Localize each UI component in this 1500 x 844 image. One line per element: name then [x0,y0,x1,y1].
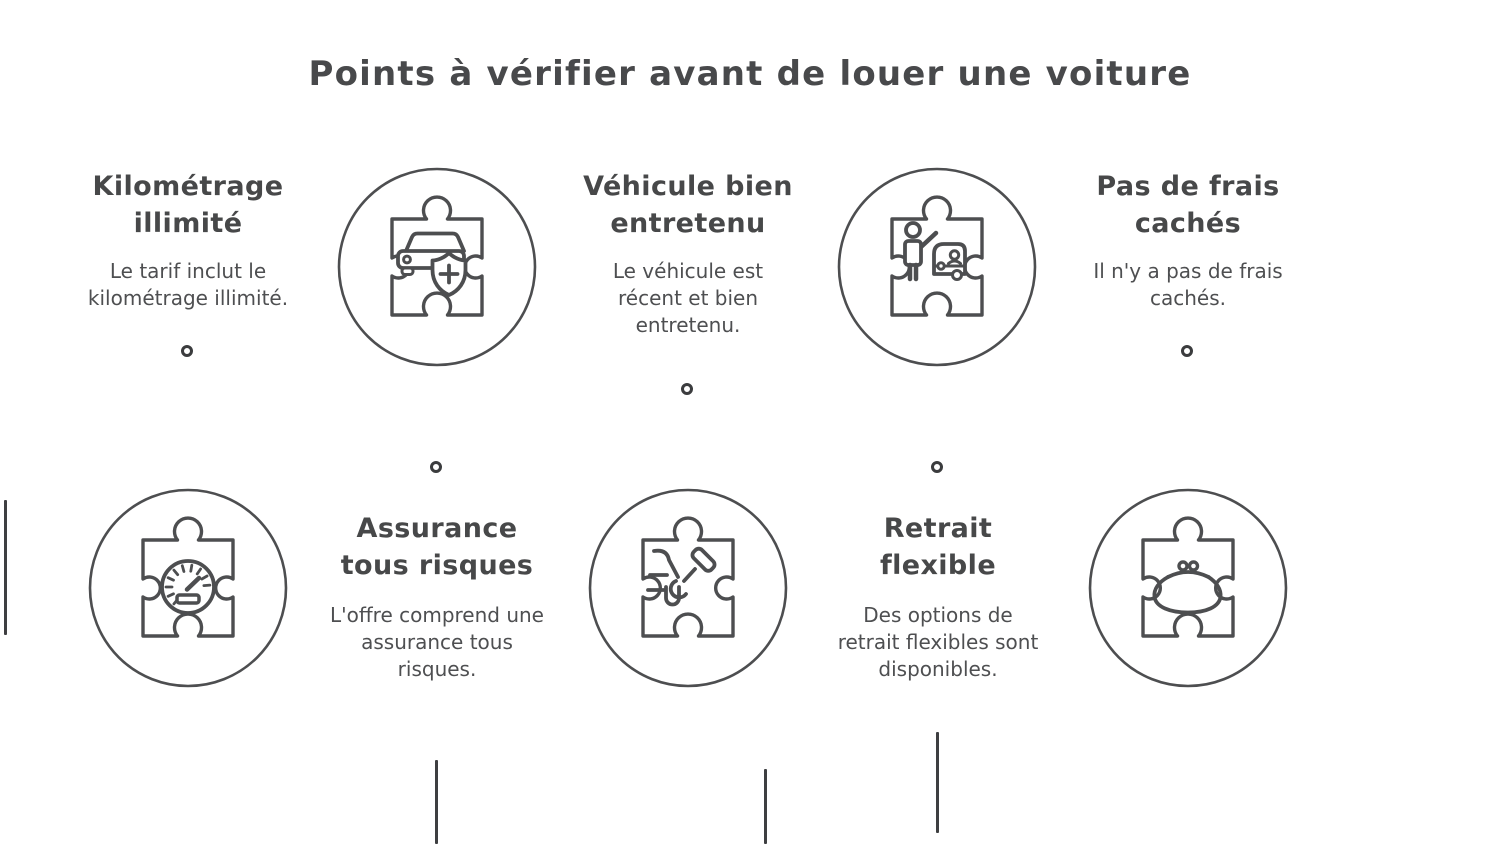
connector-dot [430,461,442,473]
page-title: Points à vérifier avant de louer une voi… [308,54,1192,94]
connector-dot [931,461,943,473]
feature-description: L'offre comprend une assurance tous risq… [330,603,544,681]
feature-heading: Retrait flexible [879,513,997,581]
feature-retrait: Retrait flexible Des options de retrait … [808,510,1068,683]
repair-tools-puzzle-icon [588,488,788,688]
feature-heading: Véhicule bien entretenu [583,171,793,239]
connector-dot [1181,345,1193,357]
feature-description: Le tarif inclut le kilométrage illimité. [87,259,289,310]
feature-vehicule-entretenu: Véhicule bien entretenu Le véhicule est … [558,168,818,339]
person-vehicle-puzzle-icon [837,167,1037,367]
connector-line-bottom-3 [936,732,939,833]
connector-line-bottom-2 [764,769,767,844]
speedometer-puzzle-icon [88,488,288,688]
coin-purse-puzzle-icon [1088,488,1288,688]
feature-description: Des options de retrait flexibles sont di… [837,603,1039,681]
connector-line-left-edge [4,500,7,635]
feature-heading: Kilométrage illimité [92,171,284,239]
feature-kilometrage: Kilométrage illimité Le tarif inclut le … [58,168,318,312]
feature-assurance: Assurance tous risques L'offre comprend … [307,510,567,683]
feature-heading: Pas de frais cachés [1096,171,1280,239]
feature-pas-de-frais: Pas de frais cachés Il n'y a pas de frai… [1058,168,1318,312]
car-insurance-puzzle-icon [337,167,537,367]
feature-description: Le véhicule est récent et bien entretenu… [612,259,764,337]
connector-dot [681,383,693,395]
connector-line-bottom-1 [435,760,438,844]
connector-dot [181,345,193,357]
feature-heading: Assurance tous risques [340,513,534,581]
feature-description: Il n'y a pas de frais cachés. [1093,259,1283,310]
